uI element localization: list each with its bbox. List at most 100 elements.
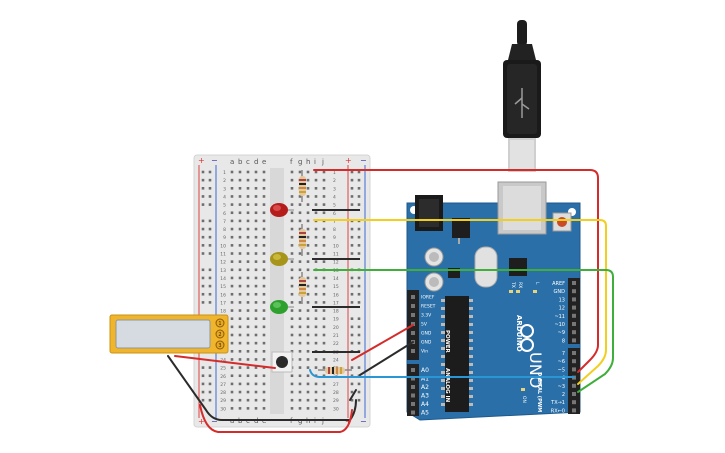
rail-hole[interactable] bbox=[208, 195, 212, 198]
digital-pin-hole[interactable] bbox=[572, 359, 576, 364]
breadboard-hole[interactable] bbox=[314, 276, 318, 280]
breadboard-hole[interactable] bbox=[238, 309, 242, 312]
breadboard-hole[interactable] bbox=[246, 219, 250, 223]
breadboard-hole[interactable] bbox=[290, 407, 294, 410]
breadboard-hole[interactable] bbox=[230, 235, 234, 239]
rail-hole[interactable] bbox=[201, 374, 205, 378]
breadboard-hole[interactable] bbox=[314, 260, 318, 263]
breadboard-hole[interactable] bbox=[238, 382, 242, 386]
breadboard-hole[interactable] bbox=[306, 333, 310, 337]
breadboard-hole[interactable] bbox=[246, 284, 250, 288]
breadboard-hole[interactable] bbox=[314, 292, 318, 296]
rail-hole[interactable] bbox=[357, 374, 361, 378]
rail-hole[interactable] bbox=[357, 325, 361, 329]
breadboard-hole[interactable] bbox=[314, 341, 318, 345]
buzzer-pin[interactable] bbox=[215, 340, 225, 350]
breadboard-hole[interactable] bbox=[238, 187, 242, 190]
breadboard-hole[interactable] bbox=[230, 252, 234, 255]
breadboard-hole[interactable] bbox=[230, 350, 234, 353]
led-yellow[interactable] bbox=[270, 252, 294, 266]
breadboard-hole[interactable] bbox=[262, 235, 266, 239]
breadboard-hole[interactable] bbox=[322, 407, 326, 410]
breadboard-hole[interactable] bbox=[254, 170, 258, 174]
rail-hole[interactable] bbox=[357, 187, 361, 190]
breadboard-hole[interactable] bbox=[246, 358, 250, 361]
breadboard-hole[interactable] bbox=[306, 244, 310, 247]
rail-hole[interactable] bbox=[208, 252, 212, 255]
rail-hole[interactable] bbox=[350, 374, 354, 378]
breadboard-hole[interactable] bbox=[290, 268, 294, 272]
rail-hole[interactable] bbox=[357, 170, 361, 174]
breadboard-hole[interactable] bbox=[230, 195, 234, 198]
breadboard-hole[interactable] bbox=[254, 358, 258, 361]
breadboard-hole[interactable] bbox=[306, 187, 310, 190]
rail-hole[interactable] bbox=[208, 219, 212, 223]
rail-hole[interactable] bbox=[350, 244, 354, 247]
breadboard-hole[interactable] bbox=[230, 382, 234, 386]
power-pin-hole[interactable] bbox=[411, 295, 415, 299]
breadboard-hole[interactable] bbox=[230, 292, 234, 296]
digital-pin-hole[interactable] bbox=[572, 322, 576, 326]
rail-hole[interactable] bbox=[201, 203, 205, 206]
breadboard-hole[interactable] bbox=[298, 252, 302, 255]
breadboard-hole[interactable] bbox=[290, 178, 294, 182]
breadboard-hole[interactable] bbox=[322, 390, 326, 394]
breadboard-hole[interactable] bbox=[322, 203, 326, 206]
breadboard-hole[interactable] bbox=[262, 178, 266, 182]
breadboard-hole[interactable] bbox=[298, 350, 302, 353]
rail-hole[interactable] bbox=[208, 301, 212, 304]
resistor-2[interactable] bbox=[299, 224, 306, 256]
breadboard-hole[interactable] bbox=[262, 390, 266, 394]
breadboard-hole[interactable] bbox=[230, 219, 234, 223]
rail-hole[interactable] bbox=[208, 227, 212, 231]
breadboard-hole[interactable] bbox=[322, 284, 326, 288]
breadboard-hole[interactable] bbox=[290, 398, 294, 402]
breadboard-hole[interactable] bbox=[322, 309, 326, 312]
breadboard-hole[interactable] bbox=[262, 227, 266, 231]
breadboard-hole[interactable] bbox=[322, 211, 326, 215]
breadboard-hole[interactable] bbox=[246, 170, 250, 174]
breadboard-hole[interactable] bbox=[246, 333, 250, 337]
breadboard-hole[interactable] bbox=[322, 358, 326, 361]
breadboard-hole[interactable] bbox=[230, 325, 234, 329]
breadboard-hole[interactable] bbox=[322, 235, 326, 239]
breadboard-hole[interactable] bbox=[230, 244, 234, 247]
breadboard-hole[interactable] bbox=[238, 227, 242, 231]
rail-hole[interactable] bbox=[357, 276, 361, 280]
rail-hole[interactable] bbox=[208, 203, 212, 206]
rail-hole[interactable] bbox=[201, 276, 205, 280]
arduino-uno[interactable]: ARDUINO UNO TX RX L ON IOREFRESET3.3V5VG… bbox=[406, 181, 581, 421]
rail-hole[interactable] bbox=[350, 333, 354, 337]
digital-header-top[interactable] bbox=[568, 278, 580, 344]
breadboard-hole[interactable] bbox=[290, 374, 294, 378]
breadboard-hole[interactable] bbox=[322, 341, 326, 345]
breadboard-hole[interactable] bbox=[298, 260, 302, 263]
breadboard-hole[interactable] bbox=[314, 178, 318, 182]
breadboard-hole[interactable] bbox=[314, 211, 318, 215]
breadboard-hole[interactable] bbox=[322, 244, 326, 247]
breadboard-hole[interactable] bbox=[322, 170, 326, 174]
buzzer-pin[interactable] bbox=[215, 318, 225, 328]
breadboard-hole[interactable] bbox=[306, 382, 310, 386]
breadboard-hole[interactable] bbox=[306, 211, 310, 215]
breadboard-hole[interactable] bbox=[322, 227, 326, 231]
rail-hole[interactable] bbox=[350, 366, 354, 369]
breadboard-hole[interactable] bbox=[314, 366, 318, 369]
rail-hole[interactable] bbox=[350, 292, 354, 296]
breadboard-hole[interactable] bbox=[306, 219, 310, 223]
rail-hole[interactable] bbox=[357, 317, 361, 320]
breadboard-hole[interactable] bbox=[322, 333, 326, 337]
breadboard-hole[interactable] bbox=[322, 195, 326, 198]
breadboard-hole[interactable] bbox=[246, 341, 250, 345]
breadboard-hole[interactable] bbox=[230, 260, 234, 263]
breadboard-hole[interactable] bbox=[306, 398, 310, 402]
breadboard-hole[interactable] bbox=[290, 227, 294, 231]
breadboard-hole[interactable] bbox=[230, 276, 234, 280]
breadboard-hole[interactable] bbox=[306, 178, 310, 182]
breadboard-hole[interactable] bbox=[298, 219, 302, 223]
breadboard-hole[interactable] bbox=[254, 374, 258, 378]
breadboard-hole[interactable] bbox=[238, 260, 242, 263]
rail-hole[interactable] bbox=[357, 244, 361, 247]
breadboard-hole[interactable] bbox=[254, 268, 258, 272]
rail-hole[interactable] bbox=[201, 284, 205, 288]
